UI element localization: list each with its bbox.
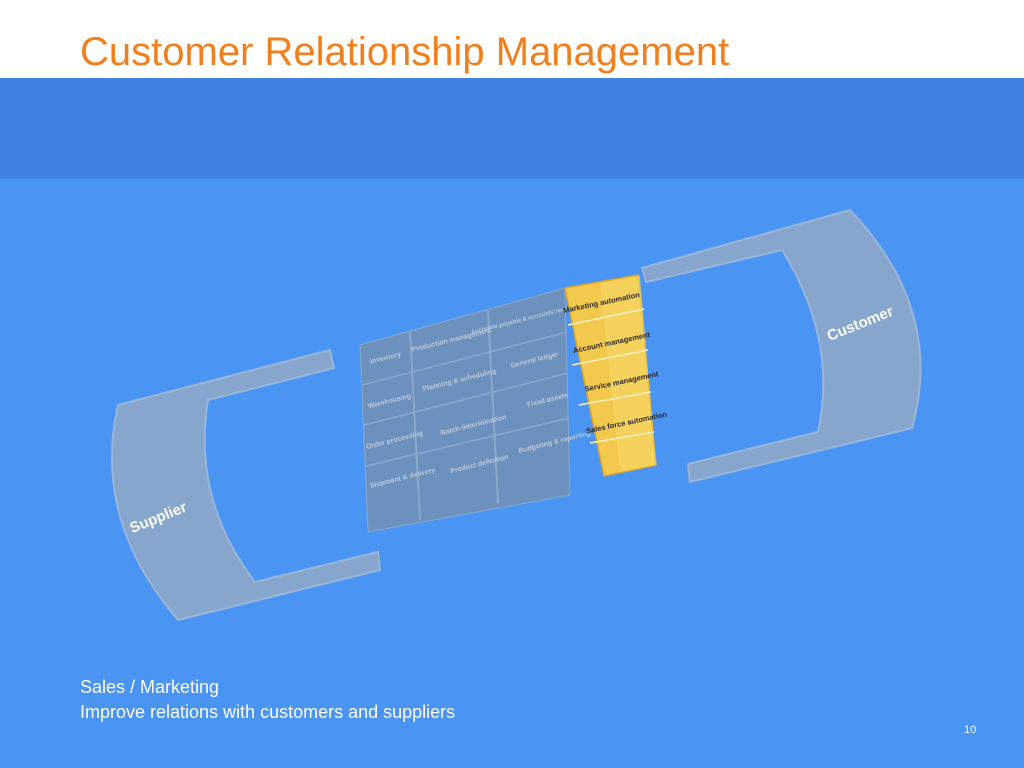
caption-subtext: Improve relations with customers and sup… [80, 702, 456, 722]
title-area [0, 0, 1024, 78]
supplier-bracket: Supplier [111, 348, 382, 622]
caption-heading: Sales / Marketing [80, 677, 220, 697]
slide-title: Customer Relationship Management [80, 30, 730, 74]
erp-block: Inventory Warehousing Order processing S… [359, 287, 592, 533]
crm-column: Marketing automation Account management … [562, 274, 668, 477]
customer-bracket: Customer [640, 208, 922, 484]
caption: Sales / Marketing Improve relations with… [80, 676, 455, 726]
header-band [0, 78, 1024, 179]
page-number: 10 [964, 724, 977, 736]
